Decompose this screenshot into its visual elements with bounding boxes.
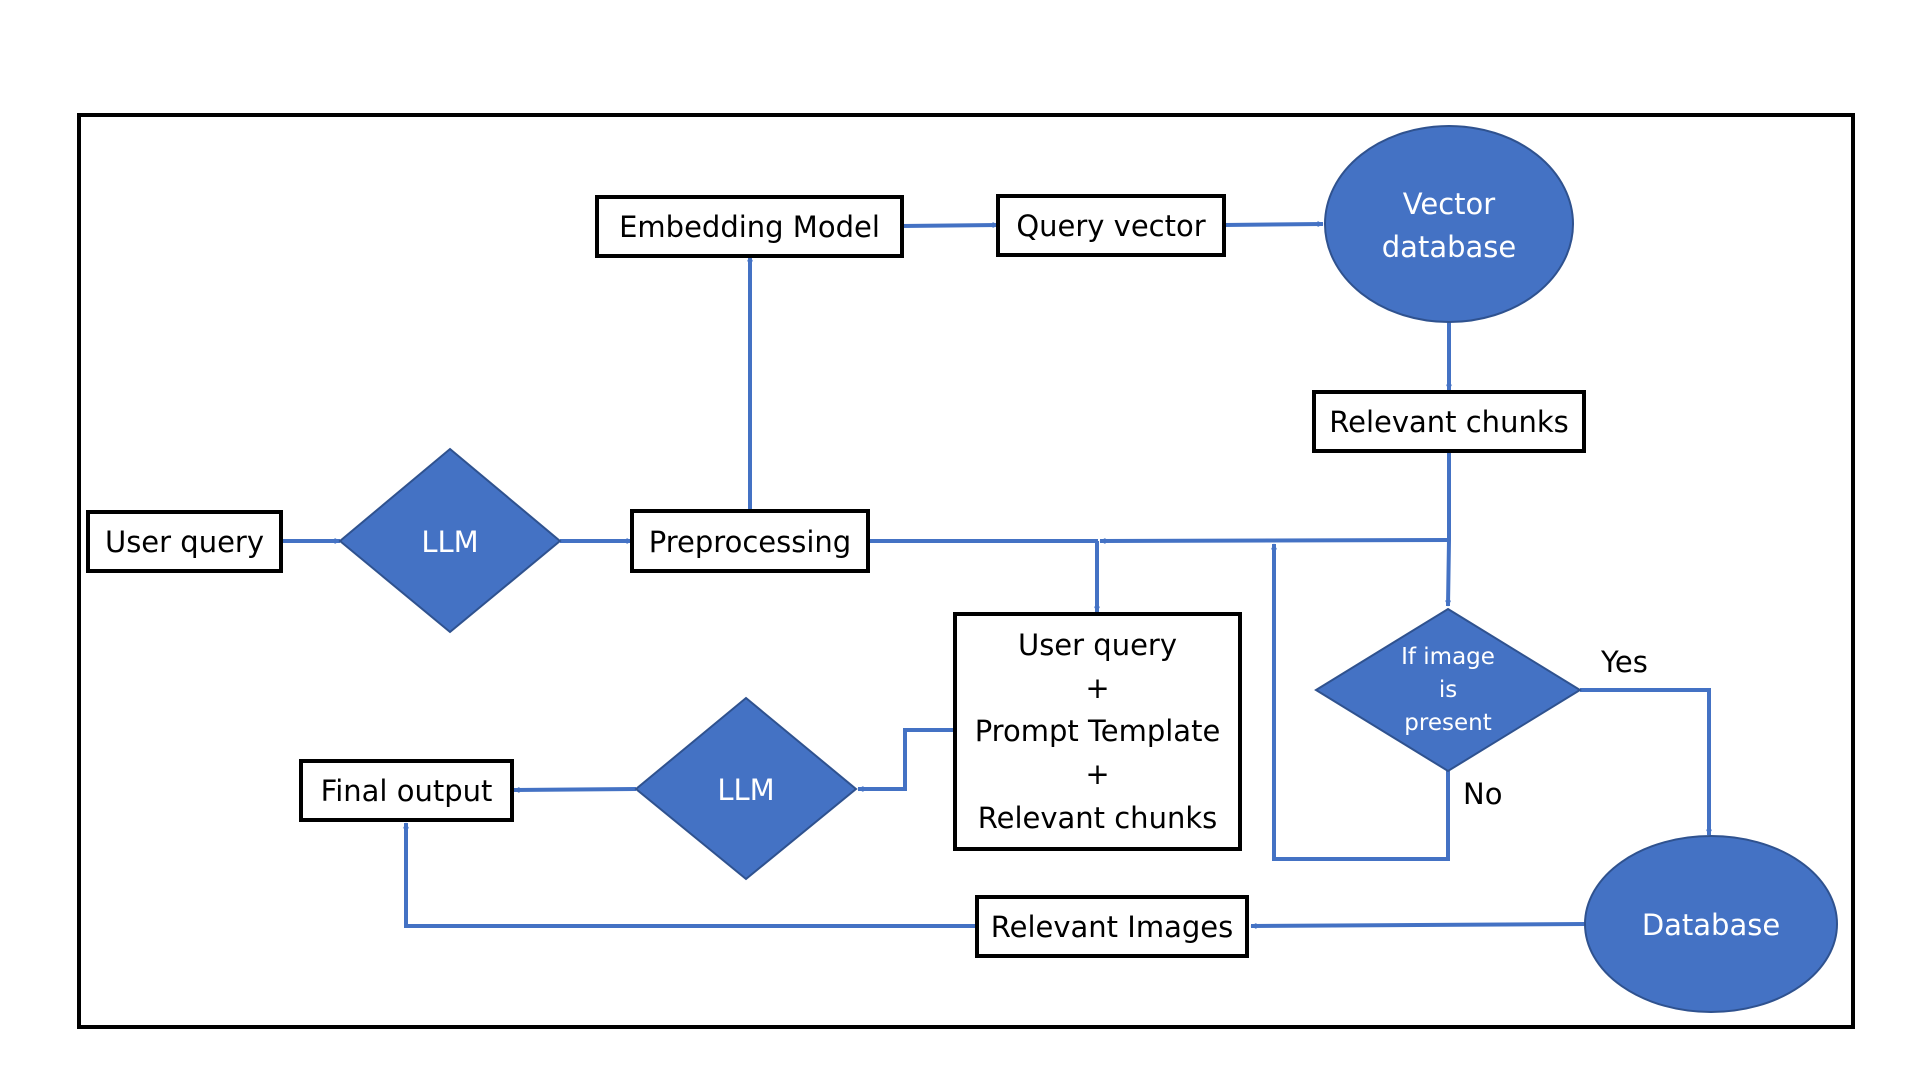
vector-database-ellipse [1324, 125, 1574, 323]
edge-label-no: No [1463, 777, 1502, 811]
llm-1-label: LLM [421, 525, 478, 559]
embedding-model-box [595, 195, 904, 258]
image-decision-diamond [1314, 607, 1582, 773]
prompt-box-line2: + [1085, 671, 1109, 705]
llm-2-label: LLM [717, 773, 774, 807]
relevant-images-box [975, 895, 1249, 958]
relevant-chunks-label: Relevant chunks [1329, 405, 1568, 439]
prompt-box-line4: + [1085, 757, 1109, 791]
node-relevant-chunks: Relevant chunks [1312, 390, 1586, 453]
diagram-frame [77, 113, 1855, 1029]
final-output-label: Final output [321, 774, 493, 808]
edge-chunks-to-decision [1445, 452, 1452, 607]
database-ellipse [1584, 835, 1838, 1013]
llm-2-diamond [634, 696, 858, 881]
edge-images-to-finaloutput [403, 822, 976, 928]
user-query-box [86, 510, 283, 573]
image-decision-label-line1: If image [1401, 644, 1495, 670]
vector-database-label-line1: Vector [1403, 187, 1495, 221]
node-embedding-model: Embedding Model [595, 195, 904, 258]
edge-queryvector-to-vectordb [1223, 221, 1324, 228]
node-prompt-box: User query + Prompt Template + Relevant … [953, 612, 1242, 851]
edge-label-yes: Yes [1600, 645, 1648, 679]
prompt-box-line1: User query [1018, 628, 1177, 662]
llm-1-diamond [338, 447, 562, 634]
edge-chunks-to-junction [1099, 537, 1450, 544]
image-decision-label-line2: is [1439, 677, 1457, 703]
relevant-chunks-box [1312, 390, 1586, 453]
preprocessing-label: Preprocessing [649, 525, 851, 559]
prompt-box-line5: Relevant chunks [978, 801, 1217, 835]
node-query-vector: Query vector [996, 194, 1226, 257]
prompt-box-rect [953, 612, 1242, 851]
embedding-model-label: Embedding Model [619, 210, 880, 244]
database-label: Database [1642, 908, 1780, 942]
edge-decision-yes-to-database [1580, 688, 1712, 836]
node-llm-2: LLM [634, 696, 858, 881]
prompt-box-line3: Prompt Template [975, 714, 1221, 748]
edge-embedding-to-queryvector [901, 222, 999, 229]
node-vector-database: Vector database [1324, 125, 1574, 323]
edge-decision-no-loop [1271, 543, 1450, 861]
node-user-query: User query [86, 510, 283, 573]
node-relevant-images: Relevant Images [975, 895, 1249, 958]
user-query-label: User query [105, 525, 264, 559]
edge-llm2-to-finaloutput [513, 786, 637, 793]
node-database: Database [1584, 835, 1838, 1013]
node-final-output: Final output [299, 759, 514, 822]
relevant-images-label: Relevant Images [991, 910, 1233, 944]
edge-promptbox-to-llm2 [857, 728, 954, 792]
node-image-decision: If image is present [1314, 607, 1582, 773]
query-vector-box [996, 194, 1226, 257]
node-llm-1: LLM [338, 447, 562, 634]
vector-database-label-line2: database [1382, 230, 1516, 264]
image-decision-label-line3: present [1404, 710, 1491, 736]
edge-database-to-images [1250, 922, 1586, 929]
query-vector-label: Query vector [1016, 209, 1205, 243]
final-output-box [299, 759, 514, 822]
connectors [282, 221, 1712, 929]
node-preprocessing: Preprocessing [630, 509, 870, 573]
preprocessing-box [630, 509, 870, 573]
